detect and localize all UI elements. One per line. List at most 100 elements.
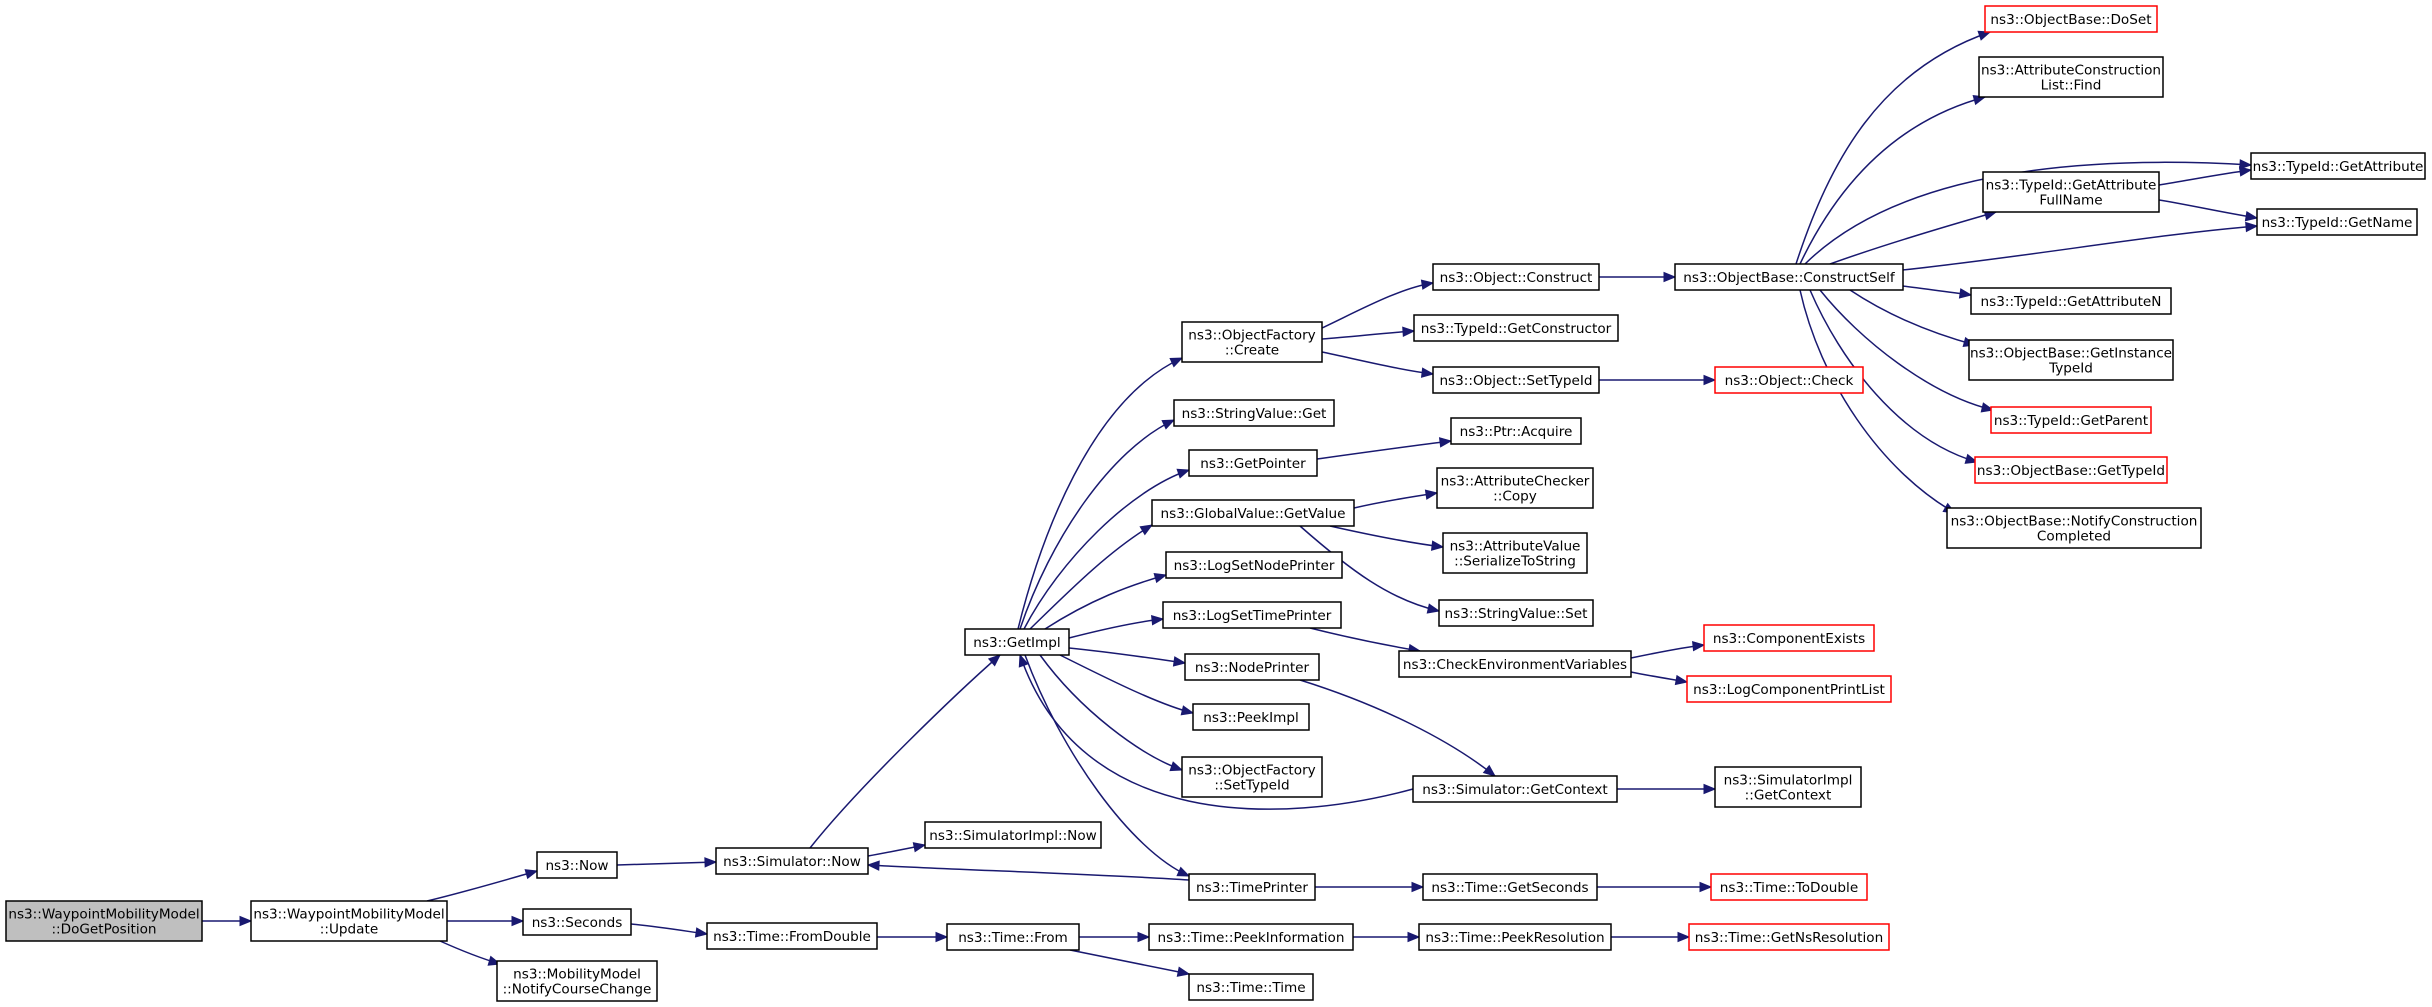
edge-n9-n10 xyxy=(1017,357,1184,630)
edge-n42-n48 xyxy=(2158,166,2253,186)
graph-node-n38[interactable]: ns3::Time::ToDouble xyxy=(1710,873,1868,901)
graph-node-n12[interactable]: ns3::GetPointer xyxy=(1188,449,1318,477)
node-label: ns3::LogSetNodePrinter xyxy=(1174,558,1335,574)
arrowhead xyxy=(1482,764,1497,777)
graph-node-n18[interactable]: ns3::ObjectFactory::SetTypeId xyxy=(1181,756,1323,798)
arrowhead xyxy=(1407,931,1421,943)
node-label: ns3::PeekImpl xyxy=(1203,710,1298,726)
edge-n33-n43 xyxy=(1902,285,1973,299)
node-label: ::NotifyCourseChange xyxy=(503,982,652,998)
edge-line xyxy=(1799,96,1986,265)
node-label: ::Update xyxy=(320,922,378,938)
graph-node-n3[interactable]: ns3::Seconds xyxy=(522,908,632,936)
graph-node-n21[interactable]: ns3::Time::Time xyxy=(1188,973,1314,1001)
arrowhead xyxy=(1980,402,1995,413)
graph-node-n1[interactable]: ns3::WaypointMobilityModel::Update xyxy=(250,900,448,942)
edge-n30-n9 xyxy=(1018,653,1414,810)
arrowhead xyxy=(1169,761,1184,772)
node-label: ns3::Object::Check xyxy=(1725,373,1854,389)
graph-node-n15[interactable]: ns3::LogSetTimePrinter xyxy=(1162,601,1342,629)
node-layer: ns3::WaypointMobilityModel::DoGetPositio… xyxy=(5,5,2426,1002)
graph-node-n30[interactable]: ns3::Simulator::GetContext xyxy=(1412,775,1618,803)
edge-line xyxy=(1024,654,1190,877)
graph-node-n23[interactable]: ns3::TypeId::GetConstructor xyxy=(1413,314,1619,342)
graph-node-n4[interactable]: ns3::MobilityModel::NotifyCourseChange xyxy=(496,960,658,1002)
graph-node-n49[interactable]: ns3::TypeId::GetName xyxy=(2256,208,2418,236)
node-label: ns3::TypeId::GetName xyxy=(2262,215,2413,231)
node-label: ns3::Time::PeekResolution xyxy=(1425,930,1604,946)
node-box xyxy=(1710,873,1868,901)
node-label: Completed xyxy=(2037,529,2111,545)
graph-node-n10[interactable]: ns3::ObjectFactory::Create xyxy=(1181,321,1323,363)
graph-node-n14[interactable]: ns3::LogSetNodePrinter xyxy=(1165,551,1343,579)
edge-line xyxy=(2158,199,2258,219)
graph-node-n5[interactable]: ns3::Simulator::Now xyxy=(715,847,869,875)
graph-node-n32[interactable]: ns3::Time::PeekResolution xyxy=(1418,923,1612,951)
graph-node-n24[interactable]: ns3::Object::SetTypeId xyxy=(1432,366,1600,394)
edge-n33-n46 xyxy=(1809,289,1979,464)
graph-node-n46[interactable]: ns3::ObjectBase::GetTypeId xyxy=(1974,456,2168,484)
node-label: ::DoGetPosition xyxy=(51,922,156,938)
arrowhead xyxy=(524,869,539,880)
node-box xyxy=(5,900,203,942)
node-label: ns3::ObjectBase::GetInstance xyxy=(1970,346,2172,362)
edge-line xyxy=(1299,679,1496,777)
graph-node-n35[interactable]: ns3::ComponentExists xyxy=(1703,624,1875,652)
node-box xyxy=(1165,551,1343,579)
arrowhead xyxy=(1420,367,1435,378)
node-box xyxy=(1946,507,2202,549)
graph-node-n11[interactable]: ns3::StringValue::Get xyxy=(1173,399,1335,427)
node-label: ns3::ObjectFactory xyxy=(1188,328,1315,344)
arrowhead xyxy=(1438,437,1453,448)
node-label: ns3::Time::GetSeconds xyxy=(1431,880,1588,896)
graph-node-n31[interactable]: ns3::Time::GetSeconds xyxy=(1422,873,1598,901)
graph-node-n9[interactable]: ns3::GetImpl xyxy=(964,628,1070,656)
node-box xyxy=(964,628,1070,656)
graph-node-n27[interactable]: ns3::AttributeValue::SerializeToString xyxy=(1442,532,1588,574)
arrowhead xyxy=(2244,210,2259,222)
graph-node-n22[interactable]: ns3::Object::Construct xyxy=(1432,263,1600,291)
node-box xyxy=(1432,366,1600,394)
graph-node-n13[interactable]: ns3::GlobalValue::GetValue xyxy=(1151,499,1355,527)
graph-node-n6[interactable]: ns3::Time::FromDouble xyxy=(706,922,878,950)
graph-node-n25[interactable]: ns3::Ptr::Acquire xyxy=(1450,417,1582,445)
edge-n13-n26 xyxy=(1353,489,1439,509)
graph-node-n16[interactable]: ns3::NodePrinter xyxy=(1184,653,1320,681)
graph-node-n40[interactable]: ns3::ObjectBase::DoSet xyxy=(1984,5,2158,33)
graph-node-n28[interactable]: ns3::StringValue::Set xyxy=(1438,599,1594,627)
graph-node-n45[interactable]: ns3::TypeId::GetParent xyxy=(1990,406,2152,434)
graph-node-n8[interactable]: ns3::Time::From xyxy=(946,923,1080,951)
node-label: ns3::Time::PeekInformation xyxy=(1158,930,1345,946)
graph-node-n43[interactable]: ns3::TypeId::GetAttributeN xyxy=(1970,287,2172,315)
edge-n1-n4 xyxy=(439,940,502,966)
graph-node-n17[interactable]: ns3::PeekImpl xyxy=(1192,703,1310,731)
graph-node-n34[interactable]: ns3::Object::Check xyxy=(1714,366,1864,394)
graph-node-n7[interactable]: ns3::SimulatorImpl::Now xyxy=(924,821,1102,849)
edge-line xyxy=(1353,492,1438,509)
node-box xyxy=(924,821,1102,849)
edge-n24-n34 xyxy=(1599,374,1717,386)
graph-node-n26[interactable]: ns3::AttributeChecker::Copy xyxy=(1436,467,1594,509)
graph-node-n39[interactable]: ns3::Time::GetNsResolution xyxy=(1688,923,1890,951)
node-label: ns3::GetImpl xyxy=(973,635,1060,651)
graph-node-n19[interactable]: ns3::TimePrinter xyxy=(1188,873,1316,901)
node-label: ::GetContext xyxy=(1745,788,1832,804)
graph-node-n33[interactable]: ns3::ObjectBase::ConstructSelf xyxy=(1674,263,1904,291)
graph-node-n29[interactable]: ns3::CheckEnvironmentVariables xyxy=(1398,650,1632,678)
graph-node-n47[interactable]: ns3::ObjectBase::NotifyConstructionCompl… xyxy=(1946,507,2202,549)
edge-line xyxy=(1029,524,1153,630)
graph-node-n20[interactable]: ns3::Time::PeekInformation xyxy=(1148,923,1354,951)
node-label: ns3::Seconds xyxy=(532,915,623,931)
node-box xyxy=(1162,601,1342,629)
node-label: ::SetTypeId xyxy=(1214,778,1289,794)
graph-node-n2[interactable]: ns3::Now xyxy=(536,851,618,879)
edge-line xyxy=(1809,289,1978,463)
graph-node-n36[interactable]: ns3::LogComponentPrintList xyxy=(1686,675,1892,703)
graph-node-n48[interactable]: ns3::TypeId::GetAttribute xyxy=(2250,152,2426,180)
node-box xyxy=(1438,599,1594,627)
edge-n32-n39 xyxy=(1611,931,1691,943)
graph-node-n37[interactable]: ns3::SimulatorImpl::GetContext xyxy=(1714,766,1862,808)
